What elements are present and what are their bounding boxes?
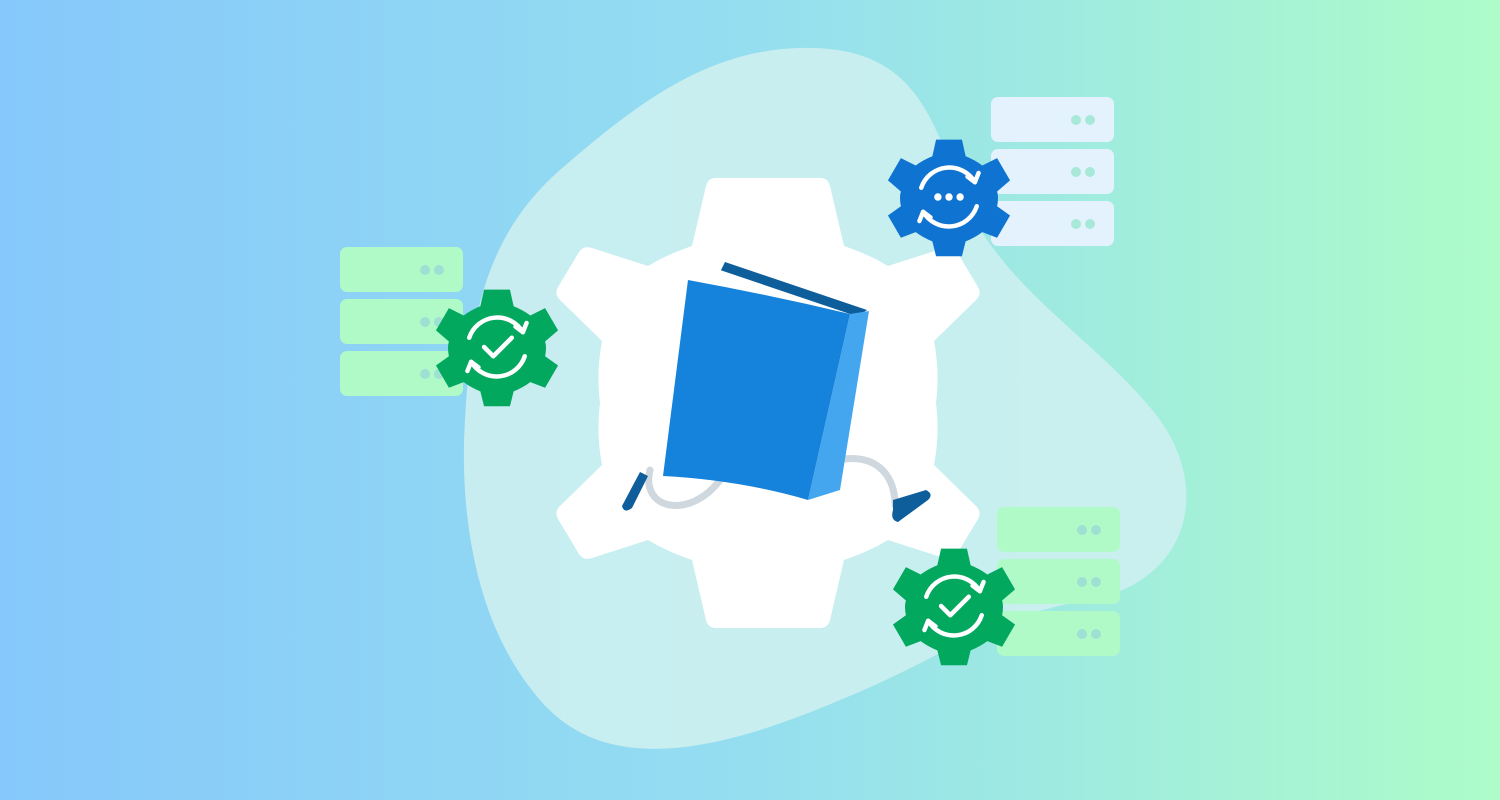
server-stack-bottom-right bbox=[997, 507, 1120, 656]
server-unit bbox=[997, 507, 1120, 552]
server-stack-top-right bbox=[991, 97, 1114, 246]
server-unit bbox=[991, 201, 1114, 246]
server-dots bbox=[1077, 525, 1101, 639]
server-unit bbox=[991, 97, 1114, 142]
book-top-cover bbox=[720, 262, 867, 318]
server-unit bbox=[340, 247, 463, 292]
sync-check-icon bbox=[435, 289, 559, 407]
server-stack-left bbox=[340, 247, 463, 396]
sync-check-icon bbox=[892, 548, 1016, 666]
book-leg-left bbox=[645, 466, 724, 509]
book-icon bbox=[622, 262, 931, 522]
server-unit bbox=[997, 559, 1120, 604]
server-unit bbox=[997, 611, 1120, 656]
server-dots bbox=[1071, 115, 1095, 229]
server-dots bbox=[420, 265, 444, 379]
server-unit bbox=[340, 351, 463, 396]
server-unit bbox=[340, 299, 463, 344]
server-unit bbox=[991, 149, 1114, 194]
book-foot-left bbox=[622, 472, 648, 511]
book-front-cover bbox=[663, 280, 850, 500]
book-foot-right bbox=[892, 490, 931, 522]
book-spine bbox=[808, 311, 869, 500]
sync-pending-icon bbox=[887, 139, 1011, 257]
